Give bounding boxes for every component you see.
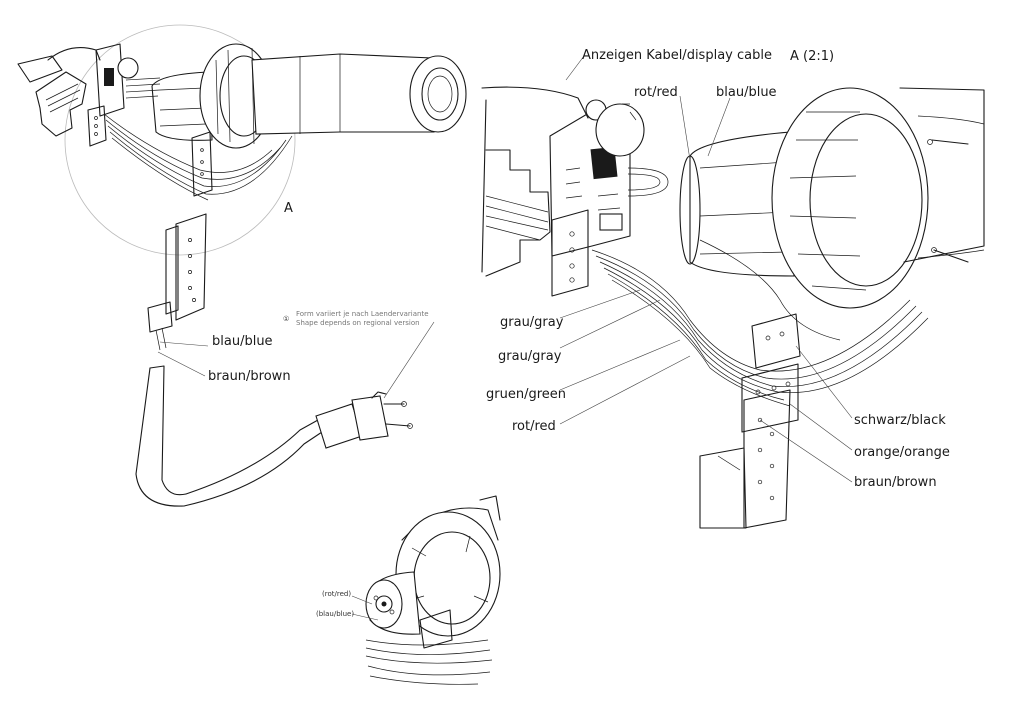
label-schwarz-black: schwarz/black <box>854 413 946 428</box>
label-braun-brown-main: braun/brown <box>208 369 291 384</box>
label-small-rot-red: (rot/red) <box>322 590 351 598</box>
detail-view-a <box>481 55 985 529</box>
note-symbol: ① <box>283 315 289 323</box>
overview-drawing <box>17 24 467 507</box>
leader-note <box>383 321 435 399</box>
leader-rot-red-2 <box>559 355 691 425</box>
motor-detail-drawing <box>351 495 501 685</box>
label-orange-orange: orange/orange <box>854 445 950 460</box>
leader-small-rot <box>351 595 373 605</box>
label-blau-blue: blau/blue <box>716 85 777 100</box>
leader-braun-detail <box>759 419 853 483</box>
label-detail-ref: A (2:1) <box>790 49 834 64</box>
label-braun-brown-detail: braun/brown <box>854 475 937 490</box>
leader-grau-1 <box>559 289 641 319</box>
leader-braun-main <box>157 351 206 377</box>
label-grau-gray-2: grau/gray <box>498 349 562 364</box>
leader-schwarz <box>795 345 853 419</box>
detail-marker-a: A <box>284 201 293 216</box>
leader-grau-2 <box>559 299 661 349</box>
leader-small-blau <box>351 613 379 621</box>
leader-orange <box>789 403 853 451</box>
label-small-blau-blue: (blau/blue) <box>316 610 354 618</box>
regional-note: ① Form variiert je nach Laendervariante … <box>283 310 429 327</box>
label-blau-blue-main: blau/blue <box>212 334 273 349</box>
note-german: Form variiert je nach Laendervariante <box>296 310 429 318</box>
label-grau-gray-1: grau/gray <box>500 315 564 330</box>
leader-display-cable <box>565 55 585 81</box>
label-rot-red: rot/red <box>634 85 678 100</box>
label-display-cable: Anzeigen Kabel/display cable <box>582 48 772 63</box>
label-rot-red-2: rot/red <box>512 419 556 434</box>
detail-circle-a <box>64 24 296 256</box>
leader-blau-main <box>159 341 209 347</box>
leader-rot-red <box>679 95 691 161</box>
leader-blau-blue <box>707 97 731 157</box>
note-english: Shape depends on regional version <box>296 319 420 327</box>
label-gruen-green: gruen/green <box>486 387 566 402</box>
leader-gruen <box>559 339 681 391</box>
